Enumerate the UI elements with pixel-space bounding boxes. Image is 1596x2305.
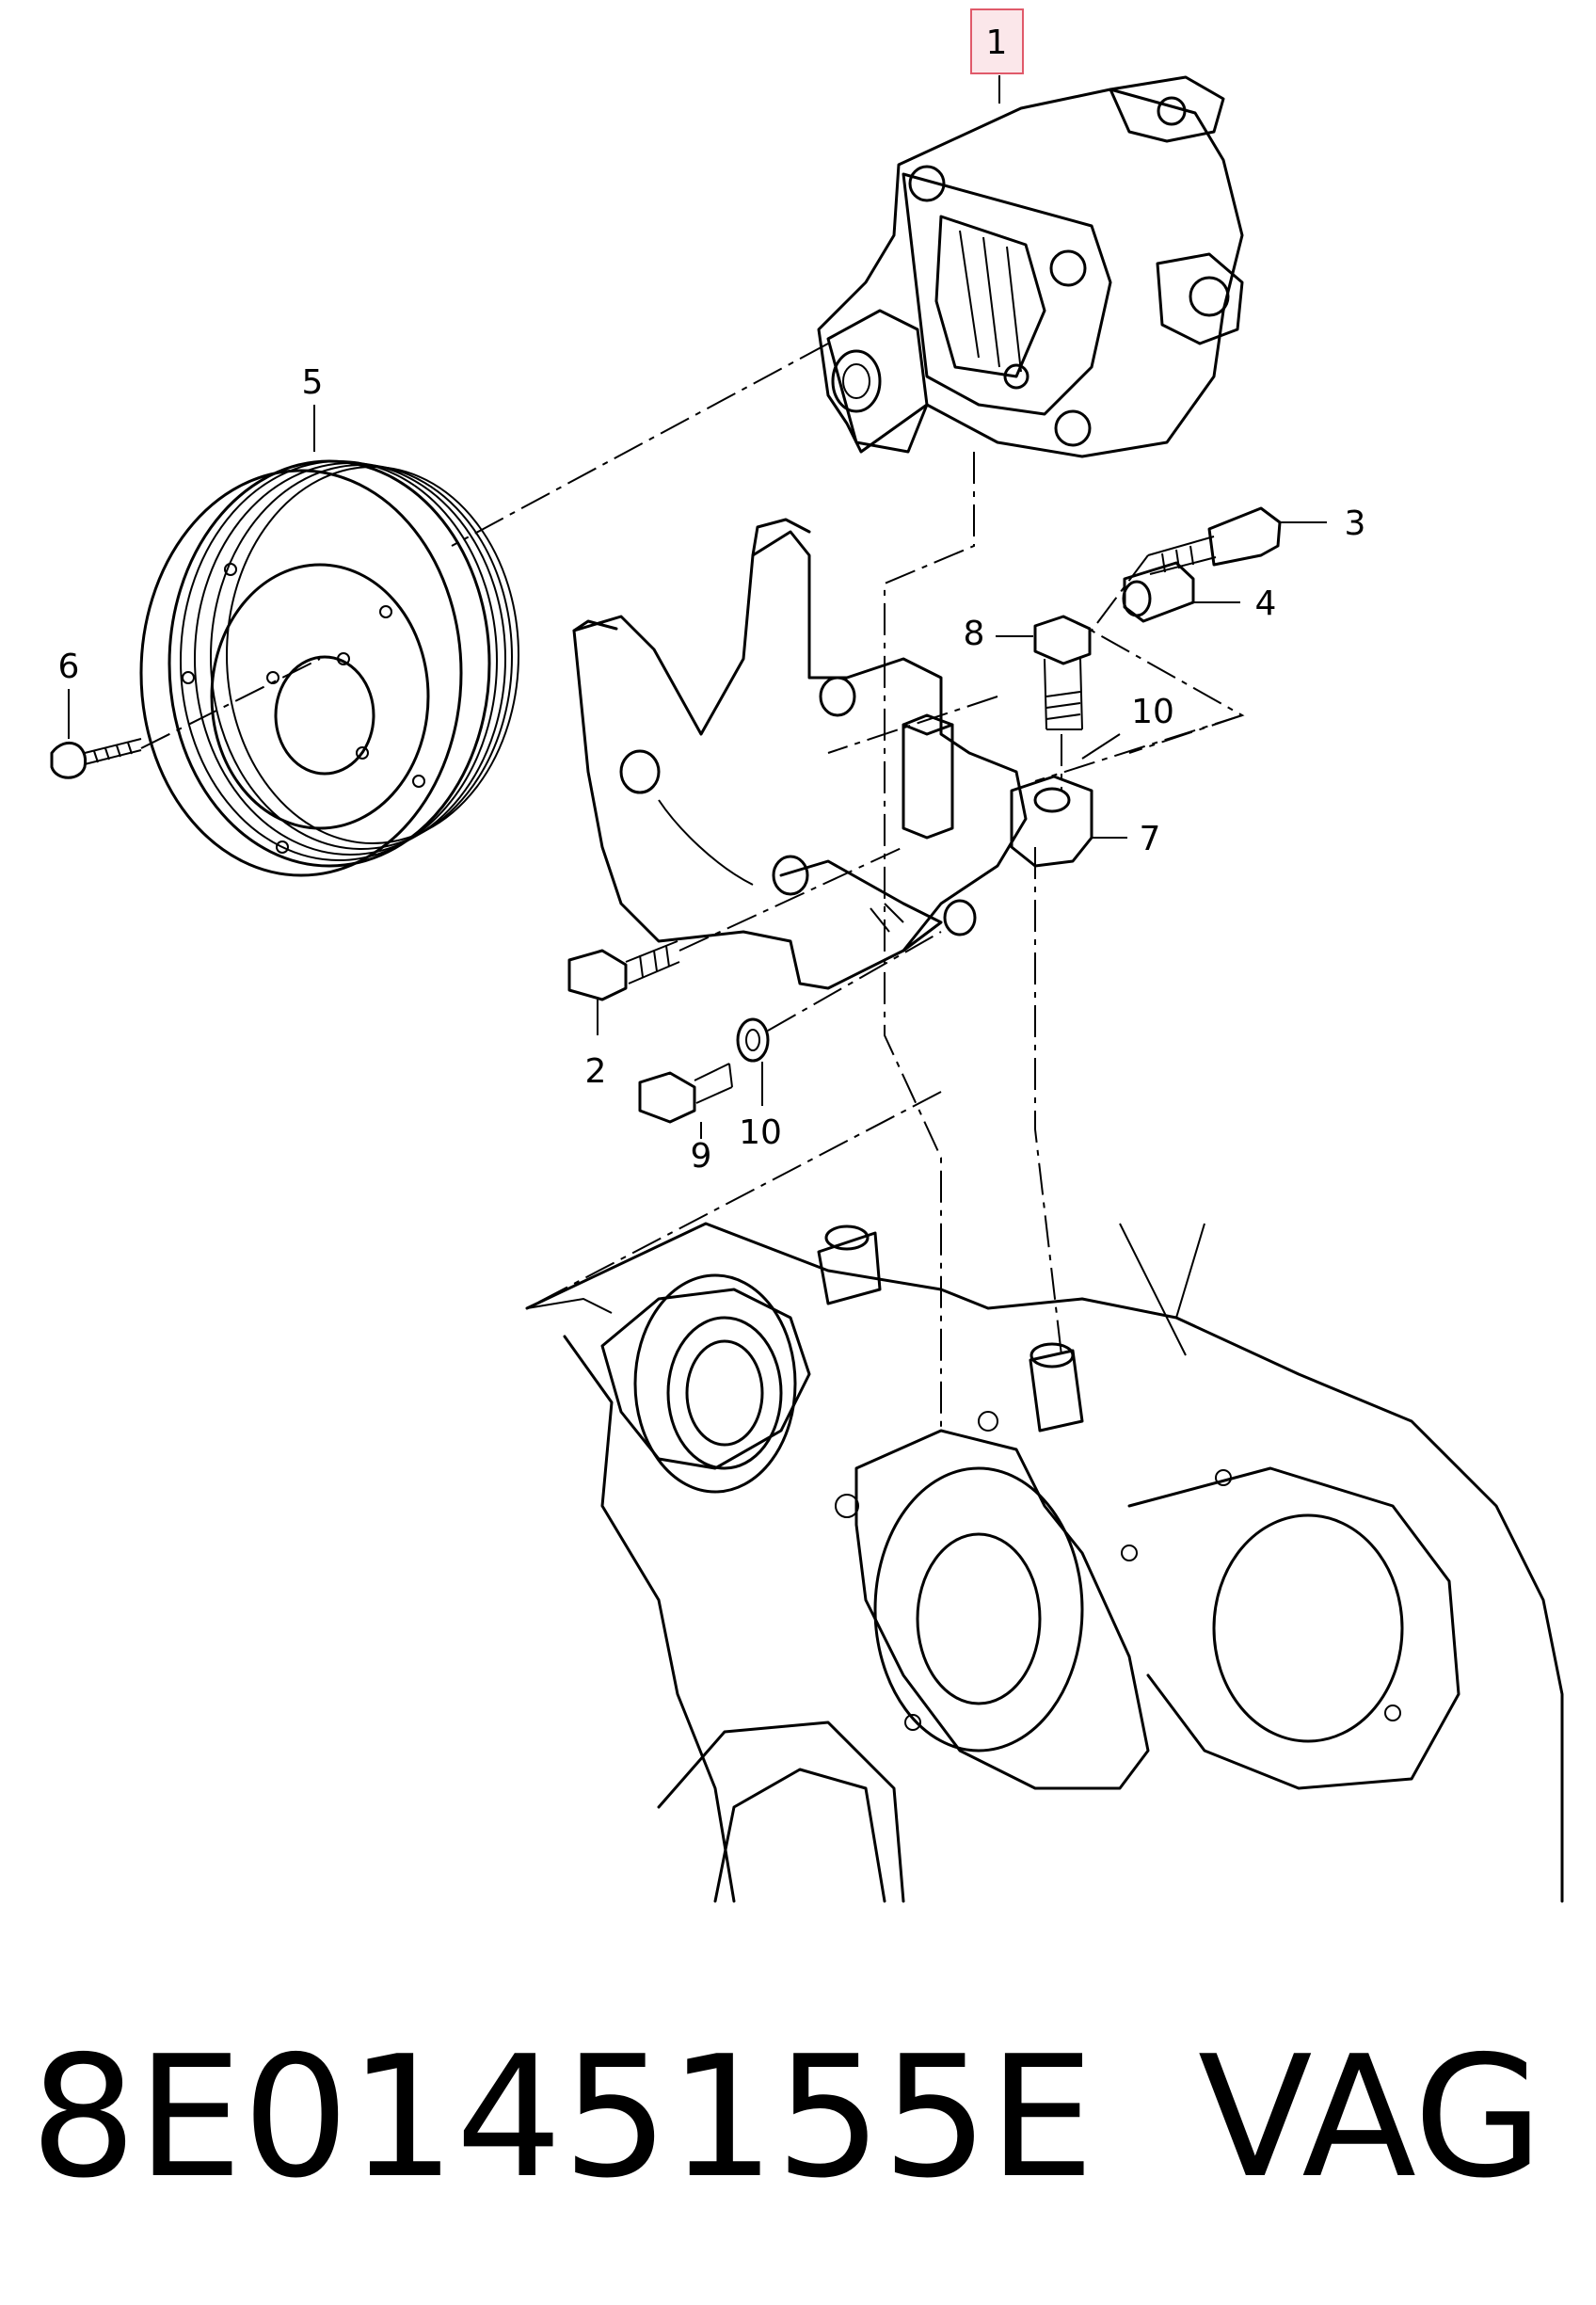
callout-10-lower[interactable]: 10 (739, 1062, 782, 1152)
callout-label: 10 (739, 1113, 782, 1152)
callout-label: 2 (585, 1052, 607, 1091)
callout-1[interactable]: 1 (970, 8, 1024, 104)
callout-7[interactable]: 7 (1092, 820, 1160, 858)
callout-10-upper[interactable]: 10 (1081, 693, 1174, 760)
exploded-parts-diagram: 1 2 3 4 5 6 7 (50, 8, 1564, 1903)
bracket-7 (1010, 775, 1093, 868)
part-number: 8E0145155E (30, 2020, 1094, 2215)
callout-5[interactable]: 5 (302, 363, 324, 452)
assembly-lines (140, 343, 1245, 1431)
washer-10 (736, 1017, 770, 1063)
callout-label: 6 (58, 648, 80, 686)
callout-highlight-box (970, 8, 1024, 74)
callouts: 1 2 3 4 5 6 7 (58, 8, 1365, 1176)
callout-label: 9 (691, 1137, 712, 1176)
callout-8[interactable]: 8 (964, 615, 1033, 653)
screw-6 (50, 738, 142, 779)
bolt-8 (1033, 615, 1092, 730)
callout-label: 4 (1255, 584, 1277, 623)
bolt-9 (638, 1063, 733, 1124)
brand-name: VAG (1197, 2020, 1543, 2215)
callout-9[interactable]: 9 (691, 1122, 712, 1176)
mounting-bracket (572, 518, 1028, 990)
callout-3[interactable]: 3 (1280, 504, 1365, 543)
callout-label: 8 (964, 615, 985, 653)
bolt-3 (1147, 506, 1282, 575)
power-steering-pump (817, 75, 1244, 458)
bolt-2 (567, 940, 680, 1001)
callout-4[interactable]: 4 (1193, 584, 1276, 623)
callout-label: 10 (1131, 693, 1174, 731)
callout-label: 3 (1345, 504, 1366, 543)
callout-label: 7 (1140, 820, 1161, 858)
engine-block (525, 1222, 1564, 1903)
footer-caption: 8E0145155E VAG (30, 2014, 1555, 2221)
callout-2[interactable]: 2 (585, 1000, 607, 1091)
callout-label: 1 (986, 24, 1008, 62)
callout-label: 5 (302, 363, 324, 402)
callout-6[interactable]: 6 (58, 648, 80, 739)
pulley (139, 459, 519, 877)
